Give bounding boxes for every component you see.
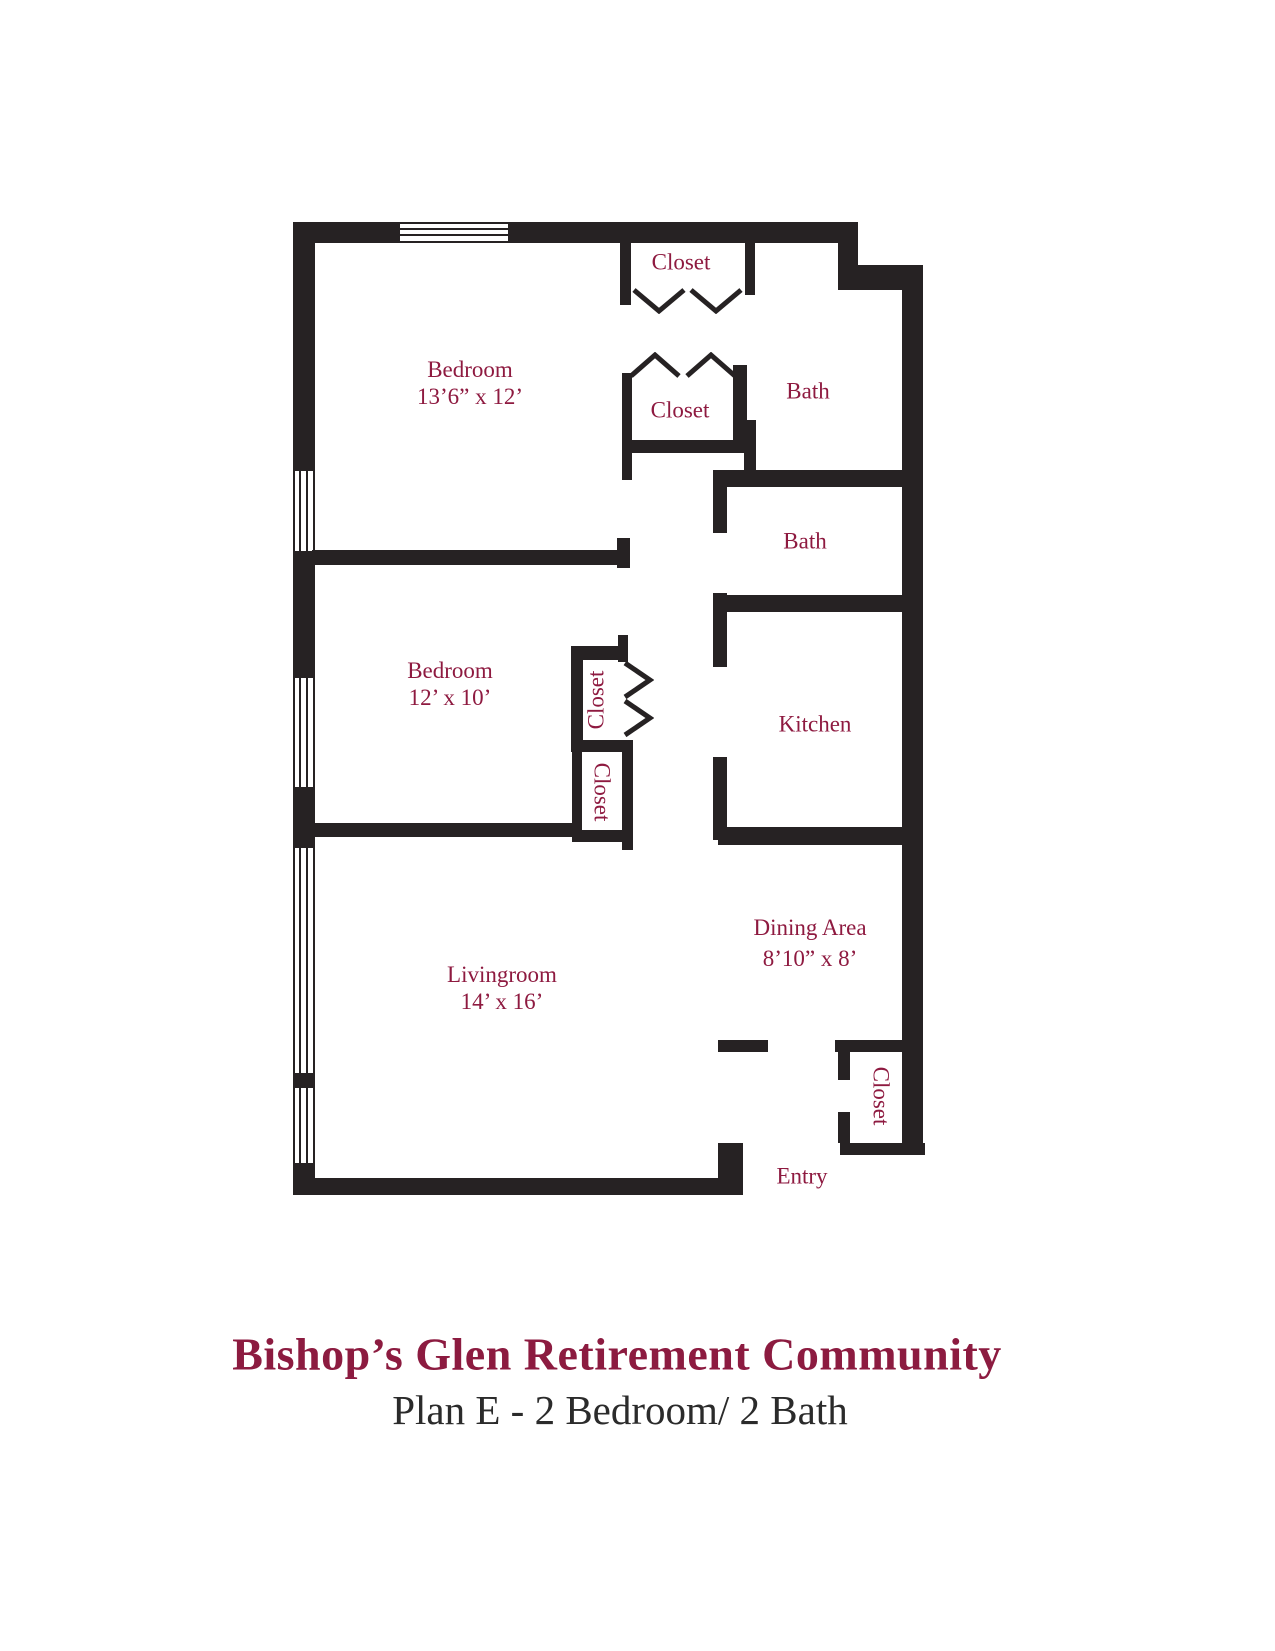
- kitchen-label: Kitchen: [778, 711, 852, 737]
- wall-hall-connector: [744, 420, 756, 477]
- window-livingroom-2: [295, 1088, 313, 1163]
- wall-top: [293, 222, 858, 243]
- wall-closet-top-right: [745, 243, 755, 295]
- bedroom1-label: Bedroom 13’6” x 12’: [417, 356, 523, 410]
- wall-closetA-top: [571, 646, 620, 660]
- closet-entry-label: Closet: [868, 1066, 894, 1126]
- wall-bath-top-bottom: [713, 470, 903, 487]
- wall-closet-mid-right: [733, 365, 747, 443]
- window-bedroom2: [295, 678, 313, 787]
- livingroom-name: Livingroom: [447, 962, 557, 987]
- bedroom2-dims: 12’ x 10’: [408, 685, 492, 710]
- bifold-door-icon: [684, 351, 738, 378]
- window-livingroom-1: [295, 848, 313, 1073]
- bifold-door-icon: [631, 288, 687, 315]
- dining-dims: 8’10” x 8’: [762, 946, 858, 971]
- bath-mid-label: Bath: [783, 528, 827, 554]
- closet-bed2-lower-label: Closet: [589, 762, 615, 822]
- closet-top-label: Closet: [651, 249, 711, 275]
- bedroom1-dims: 13’6” x 12’: [416, 384, 524, 409]
- bifold-door-icon: [622, 660, 655, 700]
- wall-closetB-left: [572, 752, 582, 838]
- closet-mid-label: Closet: [650, 397, 710, 423]
- wall-closet-mid-bottom: [622, 440, 745, 453]
- bedroom1-name: Bedroom: [427, 357, 513, 382]
- wall-closetA-stub: [618, 635, 628, 662]
- wall-bottom-step: [718, 1143, 743, 1195]
- page-title: Bishop’s Glen Retirement Community: [232, 1328, 1002, 1380]
- bedroom2-label: Bedroom 12’ x 10’: [407, 657, 493, 711]
- bifold-door-icon: [622, 698, 655, 738]
- page-subtitle: Plan E - 2 Bedroom/ 2 Bath: [392, 1387, 848, 1433]
- wall-entry-closet-left-lower: [838, 1112, 850, 1143]
- wall-closetA-left: [571, 646, 583, 752]
- wall-kitchen-left-upper: [713, 593, 727, 667]
- wall-bath-mid-left: [713, 473, 727, 533]
- window-top: [400, 224, 508, 241]
- bedroom2-name: Bedroom: [407, 658, 493, 683]
- wall-bath-mid-bottom: [715, 595, 903, 612]
- wall-right: [902, 265, 923, 1155]
- wall-closet-top-left: [620, 243, 631, 305]
- livingroom-label: Livingroom 14’ x 16’: [447, 961, 557, 1015]
- window-bedroom1: [295, 471, 313, 551]
- wall-closetB-right: [622, 740, 633, 850]
- closet-bed2-upper-label: Closet: [583, 670, 609, 730]
- wall-bedroom-divider-stub: [617, 538, 630, 568]
- wall-bottom: [293, 1178, 743, 1195]
- bath-top-label: Bath: [786, 378, 830, 404]
- wall-closetA-bottom: [571, 740, 623, 752]
- wall-entry-closet-left-upper: [838, 1042, 850, 1080]
- wall-kitchen-left-lower: [713, 757, 727, 840]
- wall-entry-closet-bottom: [840, 1143, 925, 1155]
- entry-label: Entry: [776, 1163, 828, 1189]
- wall-closetB-bottom: [572, 830, 633, 842]
- bifold-door-icon: [628, 351, 682, 378]
- livingroom-dims: 14’ x 16’: [460, 989, 544, 1014]
- dining-name: Dining Area: [753, 915, 867, 940]
- wall-closet-mid-left: [622, 373, 632, 480]
- wall-bedroom-divider: [312, 550, 630, 565]
- bifold-door-icon: [688, 288, 744, 315]
- wall-entry-closet-top: [835, 1040, 903, 1052]
- dining-label: Dining Area 8’10” x 8’: [753, 912, 866, 974]
- wall-kitchen-bottom: [718, 827, 903, 845]
- wall-livingroom-divider: [312, 823, 573, 837]
- wall-dining-bottom: [718, 1040, 768, 1052]
